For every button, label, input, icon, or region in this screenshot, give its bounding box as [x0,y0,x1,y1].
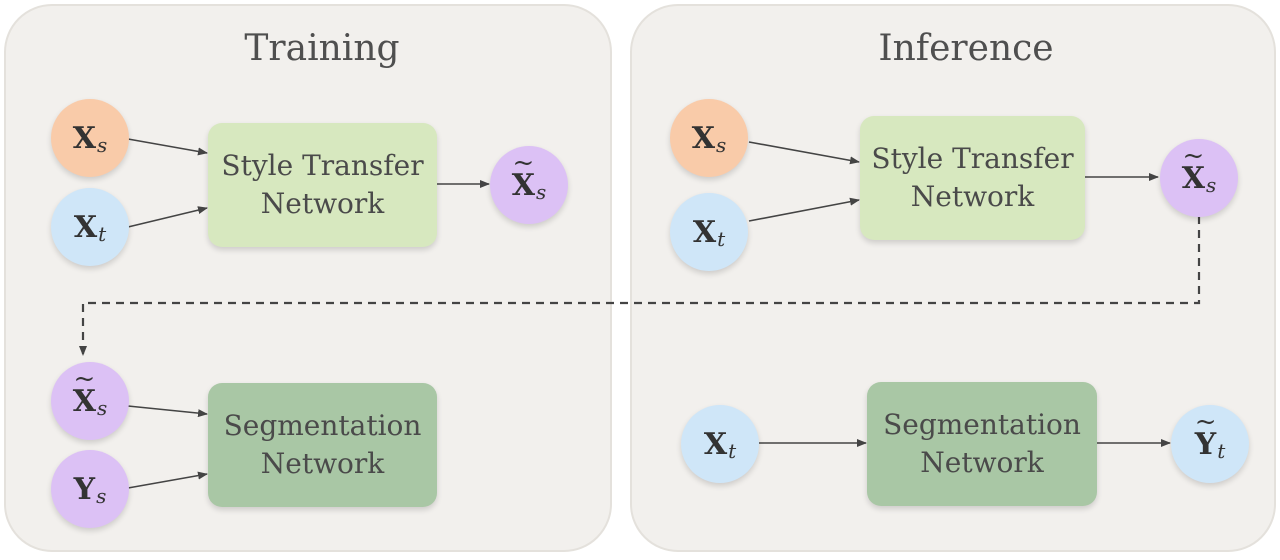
inf-style-transfer-box: Style Transfer Network [860,116,1085,240]
training-title: Training [244,28,400,69]
inference-title: Inference [878,28,1054,69]
arrow-inf-xt-to-style [748,197,860,222]
train-style-transfer-box: Style Transfer Network [208,123,437,247]
arrow-train-ys-to-seg [127,471,208,489]
arrow-inf-xs-to-style [748,141,860,165]
inf-segmentation-box: Segmentation Network [867,382,1097,506]
arrow-train-xs-to-style [127,138,208,156]
dashed-feedback-path [79,216,1201,356]
arrow-train-xs-tilde-to-seg [127,405,208,418]
arrow-train-xt-to-style [127,206,208,228]
train-segmentation-box: Segmentation Network [208,383,437,507]
